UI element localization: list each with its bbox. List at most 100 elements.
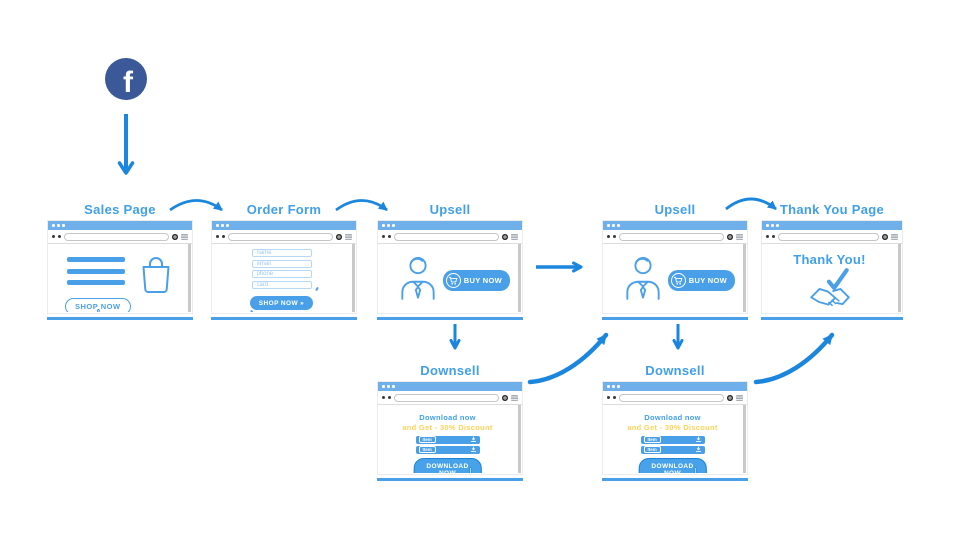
back-icon[interactable] bbox=[607, 235, 610, 238]
window-dot-icon bbox=[52, 224, 55, 227]
buy-now-button[interactable]: BUY NOW bbox=[442, 270, 510, 291]
menu-icon[interactable] bbox=[511, 233, 518, 240]
forward-icon[interactable] bbox=[772, 235, 775, 238]
shop-now-button[interactable]: SHOP NOW bbox=[65, 298, 131, 312]
back-icon[interactable] bbox=[216, 235, 219, 238]
phone-field[interactable] bbox=[251, 270, 312, 278]
window-dot-icon bbox=[221, 224, 224, 227]
forward-icon[interactable] bbox=[388, 396, 391, 399]
browser-frame: SHOP NOW » bbox=[211, 220, 357, 314]
browser-topbar bbox=[603, 382, 747, 391]
account-icon[interactable] bbox=[502, 394, 508, 401]
download-now-button[interactable]: DOWNLOAD NOW bbox=[638, 458, 707, 473]
back-icon[interactable] bbox=[382, 396, 385, 399]
facebook-icon[interactable]: f bbox=[105, 58, 147, 100]
browser-frame: BUY NOW bbox=[602, 220, 748, 314]
window-footer-bar bbox=[377, 478, 523, 481]
scrollbar[interactable] bbox=[187, 244, 191, 312]
forward-icon[interactable] bbox=[388, 235, 391, 238]
menu-icon[interactable] bbox=[511, 394, 518, 401]
window-dot-icon bbox=[607, 385, 610, 388]
scrollbar[interactable] bbox=[517, 244, 521, 312]
window-label: Order Form bbox=[246, 202, 322, 217]
window-downsell-2: Downsell Download now and Get - 30% Disc… bbox=[602, 363, 748, 481]
window-dot-icon bbox=[387, 224, 390, 227]
menu-icon[interactable] bbox=[736, 233, 743, 240]
scrollbar[interactable] bbox=[742, 405, 746, 473]
window-label: Upsell bbox=[429, 202, 471, 217]
page-content: Thank You! bbox=[763, 244, 896, 312]
page-content: BUY NOW bbox=[604, 244, 741, 312]
download-items: Item Item bbox=[604, 436, 741, 456]
address-bar[interactable] bbox=[619, 393, 724, 402]
window-order-form: Order Form SHOP NOW » bbox=[211, 202, 357, 320]
name-field[interactable] bbox=[251, 249, 312, 257]
forward-icon[interactable] bbox=[58, 235, 61, 238]
forward-icon[interactable] bbox=[613, 235, 616, 238]
download-now-button[interactable]: DOWNLOAD NOW bbox=[413, 458, 482, 473]
buy-now-label: BUY NOW bbox=[688, 276, 727, 285]
account-icon[interactable] bbox=[502, 233, 508, 240]
menu-icon[interactable] bbox=[891, 233, 898, 240]
item-label: Item bbox=[418, 436, 436, 444]
account-icon[interactable] bbox=[727, 233, 733, 240]
hand-cursor-icon bbox=[694, 467, 699, 473]
account-icon[interactable] bbox=[727, 394, 733, 401]
scrollbar[interactable] bbox=[351, 244, 355, 312]
window-downsell-1: Downsell Download now and Get - 30% Disc… bbox=[377, 363, 523, 481]
window-dot-icon bbox=[612, 385, 615, 388]
order-form: SHOP NOW » bbox=[213, 249, 350, 310]
scrollbar[interactable] bbox=[517, 405, 521, 473]
address-bar[interactable] bbox=[394, 393, 499, 402]
forward-icon[interactable] bbox=[613, 396, 616, 399]
address-bar[interactable] bbox=[619, 232, 724, 241]
menu-icon[interactable] bbox=[736, 394, 743, 401]
text-line bbox=[67, 280, 125, 285]
address-bar[interactable] bbox=[228, 232, 333, 241]
page-content: SHOP NOW » bbox=[213, 244, 350, 312]
back-icon[interactable] bbox=[607, 396, 610, 399]
account-icon[interactable] bbox=[172, 233, 178, 240]
shop-now-submit-button[interactable]: SHOP NOW » bbox=[249, 296, 314, 310]
back-icon[interactable] bbox=[52, 235, 55, 238]
window-label: Sales Page bbox=[84, 202, 156, 217]
menu-icon[interactable] bbox=[345, 233, 352, 240]
download-item-row[interactable]: Item bbox=[415, 436, 480, 444]
buy-now-button[interactable]: BUY NOW bbox=[667, 270, 735, 291]
browser-toolbar bbox=[762, 230, 902, 244]
browser-frame: Download now and Get - 30% Discount Item… bbox=[377, 381, 523, 475]
window-label: Downsell bbox=[645, 363, 705, 378]
download-item-row[interactable]: Item bbox=[640, 436, 705, 444]
window-dot-icon bbox=[382, 224, 385, 227]
address-bar[interactable] bbox=[64, 232, 169, 241]
forward-icon[interactable] bbox=[222, 235, 225, 238]
download-item-row[interactable]: Item bbox=[415, 446, 480, 454]
window-upsell-1: Upsell bbox=[377, 202, 523, 320]
browser-topbar bbox=[762, 221, 902, 230]
address-bar[interactable] bbox=[394, 232, 499, 241]
account-icon[interactable] bbox=[882, 233, 888, 240]
browser-topbar bbox=[48, 221, 192, 230]
card-field[interactable] bbox=[251, 280, 312, 289]
account-icon[interactable] bbox=[336, 233, 342, 240]
window-dot-icon bbox=[62, 224, 65, 227]
back-icon[interactable] bbox=[766, 235, 769, 238]
back-icon[interactable] bbox=[382, 235, 385, 238]
thank-you-message: Thank You! bbox=[793, 252, 866, 267]
window-dot-icon bbox=[382, 385, 385, 388]
browser-frame: Thank You! bbox=[761, 220, 903, 314]
window-dot-icon bbox=[607, 224, 610, 227]
scrollbar[interactable] bbox=[742, 244, 746, 312]
text-line bbox=[67, 268, 125, 274]
window-footer-bar bbox=[602, 317, 748, 320]
scrollbar[interactable] bbox=[897, 244, 901, 312]
email-field[interactable] bbox=[251, 259, 312, 268]
buy-now-label: BUY NOW bbox=[463, 276, 502, 285]
menu-icon[interactable] bbox=[181, 233, 188, 240]
facebook-letter: f bbox=[123, 65, 133, 99]
address-bar[interactable] bbox=[778, 232, 879, 241]
download-item-row[interactable]: Item bbox=[640, 446, 705, 454]
browser-toolbar bbox=[603, 391, 747, 405]
window-dot-icon bbox=[392, 385, 395, 388]
item-label: Item bbox=[643, 436, 661, 444]
